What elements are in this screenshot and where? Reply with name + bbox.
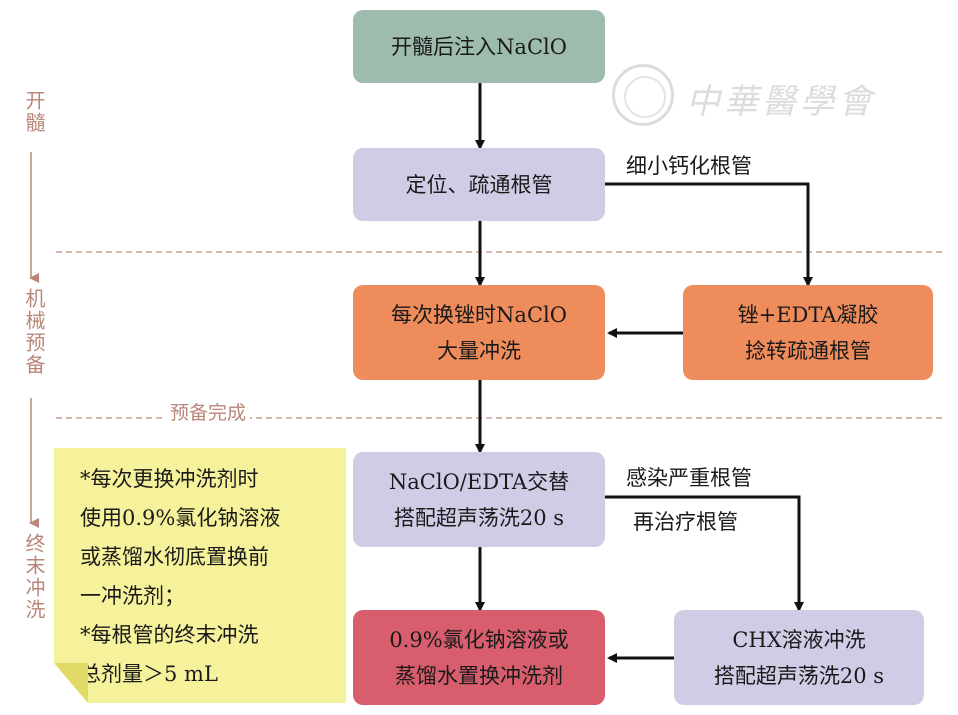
arrow-locate-to-edta	[605, 182, 813, 287]
society-logo-watermark: 中華醫學會	[686, 82, 876, 122]
phase-label-mechanical: 机械预备	[22, 288, 46, 376]
label-calcified-canal: 细小钙化根管	[626, 154, 752, 178]
node-locate: 定位、疏通根管	[353, 148, 605, 221]
note-line: *每根管的终末冲洗	[80, 623, 259, 647]
node-flush: 每次换锉时NaClO 大量冲洗	[353, 285, 605, 380]
node-open-inject: 开髓后注入NaClO	[353, 10, 605, 83]
note-line: 使用0.9%氯化钠溶液	[80, 506, 281, 530]
phase-label-open: 开髓	[22, 90, 46, 134]
label-retreatment-canal: 再治疗根管	[633, 510, 738, 534]
phase-label-final: 终末冲洗	[22, 533, 46, 621]
node-edta-gel: 锉+EDTA凝胶 捻转疏通根管	[683, 285, 933, 380]
node-alternate: NaClO/EDTA交替 搭配超声荡洗20 s	[353, 452, 605, 547]
note-line: 或蒸馏水彻底置换前	[80, 545, 269, 569]
note-line: 一冲洗剂；	[80, 584, 185, 608]
note-line: 总剂量＞5 mL	[80, 662, 218, 686]
note-line: *每次更换冲洗剂时	[80, 467, 259, 491]
sticky-note: *每次更换冲洗剂时 使用0.9%氯化钠溶液 或蒸馏水彻底置换前 一冲洗剂； *每…	[54, 448, 346, 703]
prep-complete-label: 预备完成	[166, 398, 251, 425]
arrow-alternate-to-chx	[605, 495, 804, 612]
node-final-rinse: 0.9%氯化钠溶液或 蒸馏水置换冲洗剂	[353, 610, 605, 705]
label-infected-canal: 感染严重根管	[626, 466, 752, 490]
node-chx: CHX溶液冲洗 搭配超声荡洗20 s	[674, 610, 924, 705]
society-seal-watermark	[612, 64, 674, 126]
